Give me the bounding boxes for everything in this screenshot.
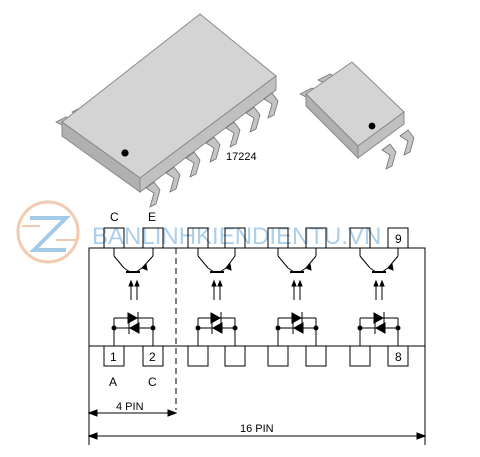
emitter-label: E	[148, 210, 156, 224]
pin-1-number: 1	[110, 350, 117, 364]
soic16-package	[55, 13, 279, 208]
collector-label: C	[110, 210, 119, 224]
sixteen-pin-label: 16 PIN	[240, 423, 274, 435]
package-code-label: 17224	[226, 151, 257, 163]
four-pin-dimension	[87, 409, 178, 417]
pin-2-number: 2	[149, 350, 156, 364]
soic4-package	[299, 61, 415, 170]
cathode-label: C	[148, 375, 157, 389]
pin-9-number: 9	[395, 232, 402, 246]
channel-3	[275, 248, 319, 346]
watermark-logo-icon	[16, 200, 80, 264]
watermark-text: BANLINHKIENDIENTU.VN	[92, 223, 381, 250]
channel-2	[195, 248, 238, 346]
sixteen-pin-dimension	[87, 432, 427, 440]
channel-1	[111, 248, 156, 346]
channel-4	[357, 248, 401, 346]
ic-body	[88, 247, 426, 347]
four-pin-label: 4 PIN	[116, 401, 144, 413]
pin-8-number: 8	[395, 350, 402, 364]
anode-label: A	[109, 375, 117, 389]
schematic	[87, 227, 427, 445]
